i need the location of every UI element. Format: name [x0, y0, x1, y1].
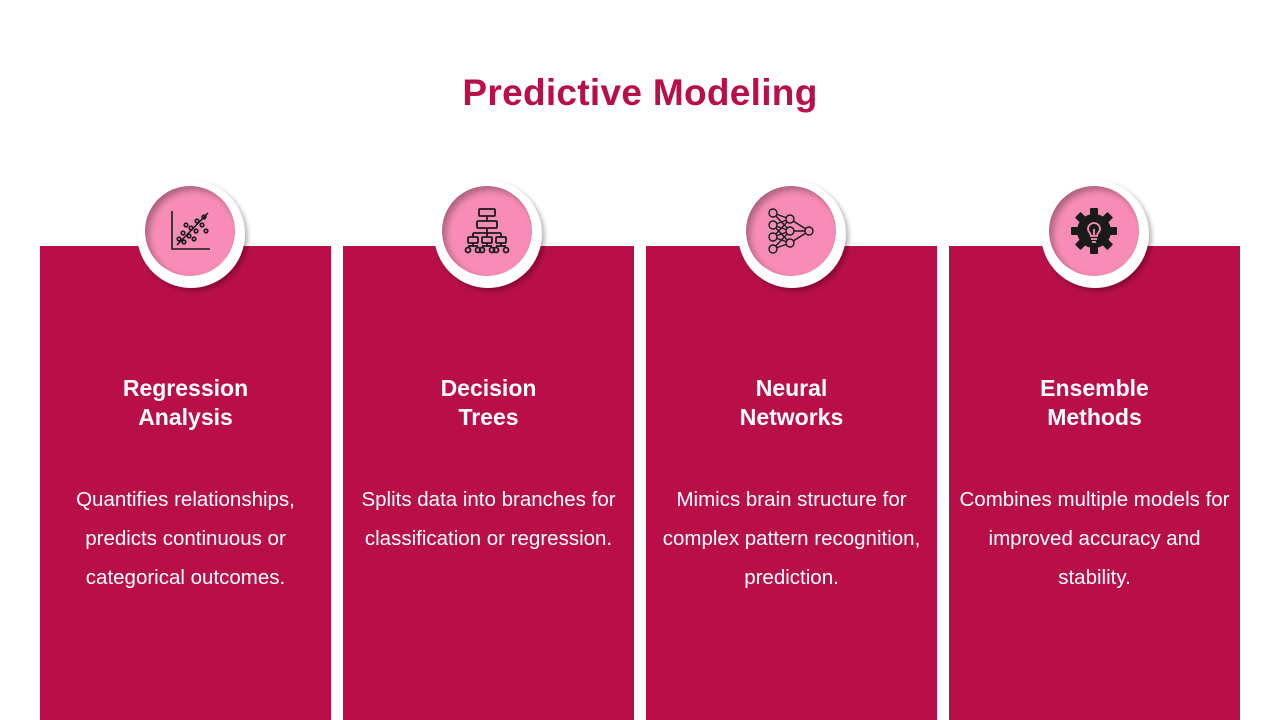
card-description: Combines multiple models for improved ac… — [959, 488, 1230, 589]
badge-circle — [145, 186, 235, 276]
gear-lightbulb-icon — [1071, 208, 1117, 254]
card-decision-trees: Decision Trees Splits data into branches… — [343, 246, 634, 720]
card-heading-line2: Trees — [458, 404, 519, 430]
badge-circle — [1049, 186, 1139, 276]
card-heading-line2: Analysis — [138, 404, 233, 430]
neural-network-icon — [768, 208, 814, 254]
page-title: Predictive Modeling — [462, 72, 818, 113]
badge-regression-analysis — [137, 180, 245, 288]
badge-neural-networks — [738, 180, 846, 288]
badge-decision-trees — [434, 180, 542, 288]
card-heading-line1: Decision — [440, 375, 537, 401]
badge-circle — [442, 186, 532, 276]
card-neural-networks: Neural Networks Mimics brain structure f… — [646, 246, 937, 720]
decision-tree-icon — [464, 208, 510, 254]
card-description: Quantifies relationships, predicts conti… — [76, 488, 295, 589]
card-regression-analysis: Regression Analysis Quantifies relations… — [40, 246, 331, 720]
card-ensemble-methods: Ensemble Methods Combines multiple model… — [949, 246, 1240, 720]
badge-circle — [746, 186, 836, 276]
card-heading: Ensemble Methods — [949, 374, 1240, 432]
card-heading-line1: Regression — [122, 375, 249, 401]
card-description: Splits data into branches for classifica… — [361, 488, 616, 550]
card-heading: Neural Networks — [646, 374, 937, 432]
badge-ensemble-methods — [1041, 180, 1149, 288]
card-heading-line1: Neural — [755, 375, 828, 401]
card-heading-line2: Networks — [739, 404, 844, 430]
card-heading: Regression Analysis — [40, 374, 331, 432]
card-heading-line2: Methods — [1047, 404, 1142, 430]
card-heading: Decision Trees — [343, 374, 634, 432]
card-description: Mimics brain structure for complex patte… — [662, 488, 921, 589]
card-heading-line1: Ensemble — [1040, 375, 1149, 401]
scatter-plot-icon — [171, 211, 210, 250]
